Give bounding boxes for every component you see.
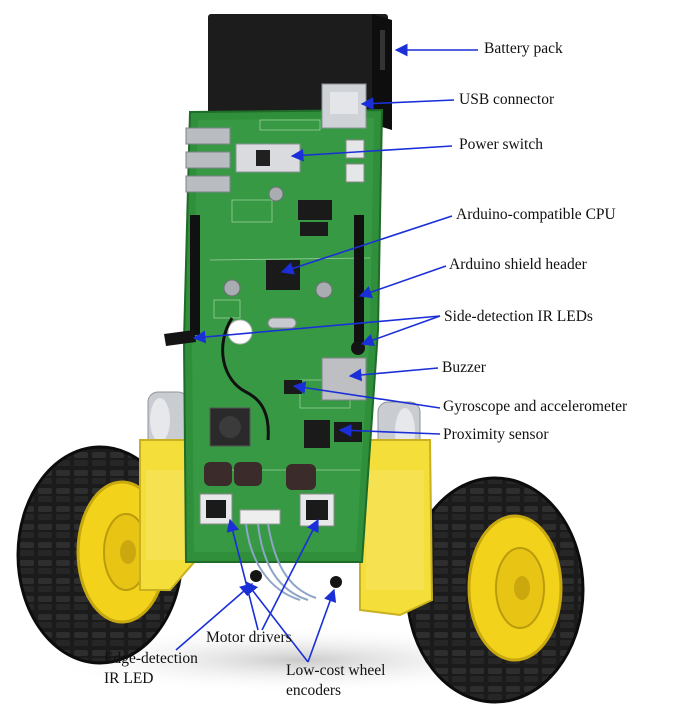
label-edge-ir-line2: IR LED (104, 670, 154, 687)
label-buzzer: Buzzer (442, 359, 486, 376)
label-encoders-line1: Low-cost wheel (286, 662, 386, 679)
label-edge-ir-line1: Edge-detection (104, 650, 198, 667)
label-usb-connector: USB connector (459, 91, 555, 108)
label-shield-header: Arduino shield header (449, 256, 587, 273)
potentiometers (185, 127, 231, 193)
label-proximity: Proximity sensor (443, 426, 549, 443)
arrow-side-ir-left (192, 315, 441, 344)
left-motor (147, 391, 189, 449)
arrow-shield-header (358, 265, 447, 299)
right-wheel (405, 476, 585, 704)
arrow-proximity (338, 424, 441, 437)
arrow-buzzer (348, 367, 439, 382)
arrow-gyro (292, 381, 441, 409)
arrow-encoder-right (307, 588, 337, 663)
label-side-ir: Side-detection IR LEDs (444, 308, 593, 325)
right-gearbox (359, 439, 434, 617)
arrow-side-ir-right (360, 315, 441, 347)
cpu-chip (266, 260, 300, 290)
arrow-edge-ir (175, 583, 253, 651)
arrow-motor-driver-right (261, 518, 319, 631)
capacitors (204, 462, 316, 490)
arrow-encoder-left (245, 580, 309, 663)
arrow-cpu (280, 215, 453, 275)
arrow-power-switch (290, 145, 453, 162)
label-power-switch: Power switch (459, 136, 543, 153)
arrow-usb-connector (360, 97, 455, 110)
label-battery-pack: Battery pack (484, 40, 563, 57)
arrow-motor-driver-left (226, 518, 259, 631)
proximity-sensor (304, 420, 330, 448)
label-cpu: Arduino-compatible CPU (456, 206, 616, 223)
label-gyro: Gyroscope and accelerometer (443, 398, 628, 415)
label-encoders-line2: encoders (286, 682, 342, 699)
label-motor-drivers: Motor drivers (206, 629, 292, 646)
